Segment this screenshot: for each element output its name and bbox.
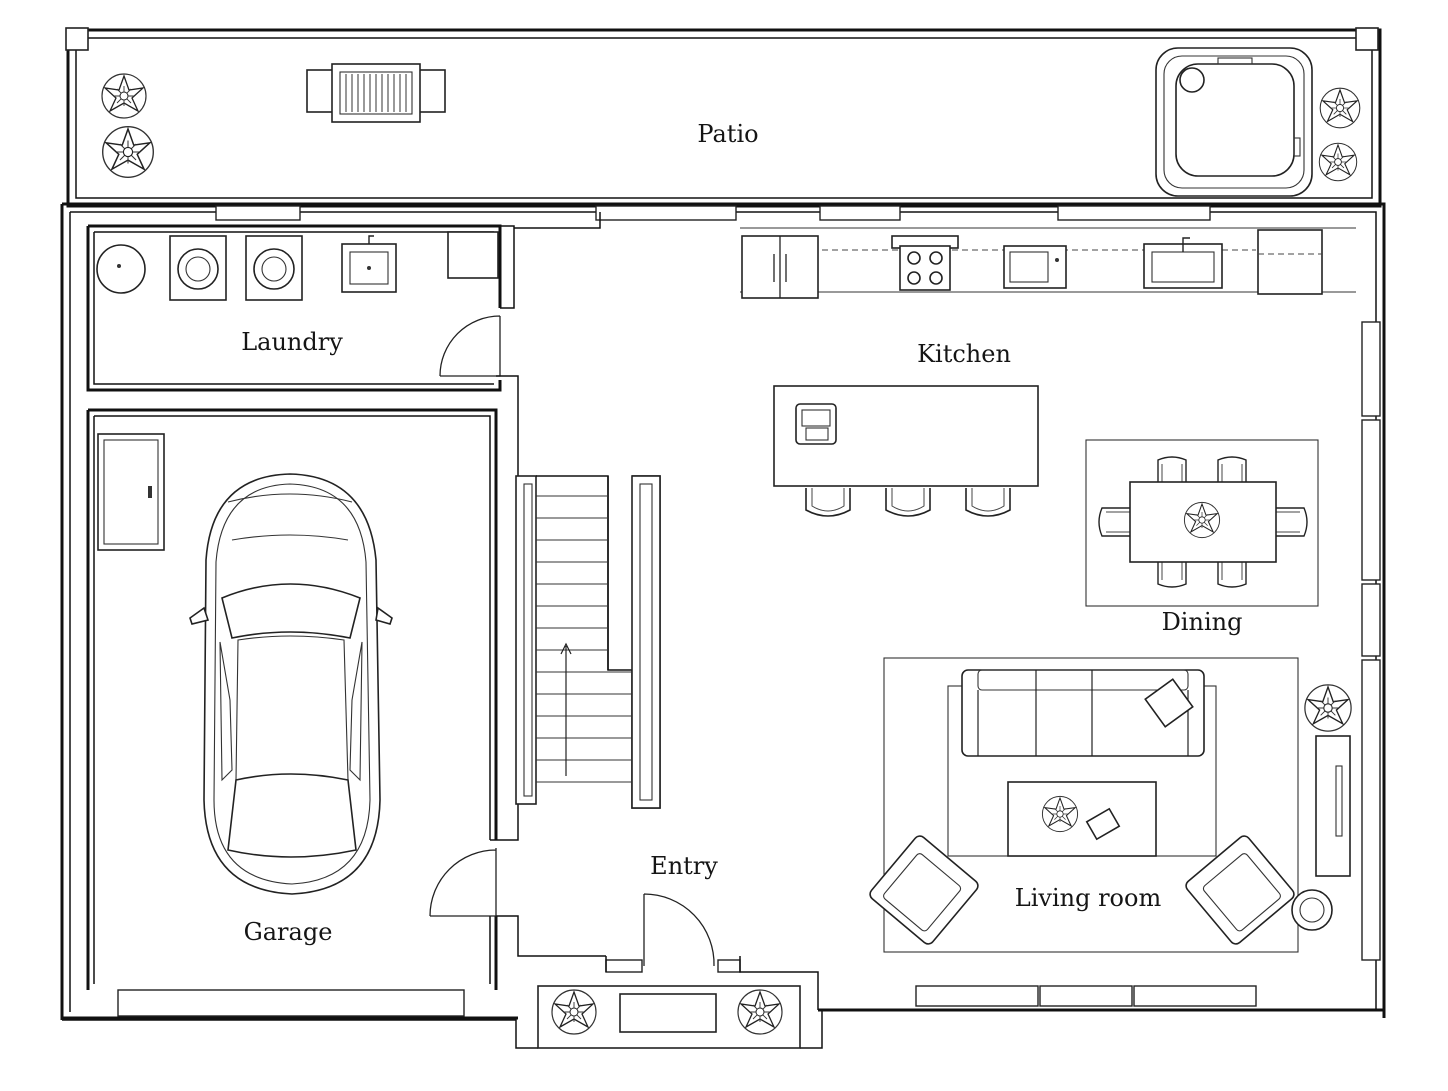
exterior-walls <box>60 202 1386 1049</box>
potted-plant-icon <box>1041 795 1079 833</box>
car-icon <box>189 473 393 895</box>
potted-plant-icon <box>1304 684 1352 732</box>
room-label-laundry: Laundry <box>241 328 343 356</box>
armchair-icon <box>869 835 1295 945</box>
sofa-icon <box>961 669 1205 757</box>
mixer-icon <box>795 403 837 445</box>
room-label-dining: Dining <box>1162 608 1243 636</box>
potted-plant-icon <box>737 989 783 1035</box>
potted-plant-icon <box>551 989 597 1035</box>
room-label-entry: Entry <box>650 852 718 880</box>
room-label-kitchen: Kitchen <box>917 340 1011 368</box>
patio: Patio <box>65 27 1382 208</box>
entry: Entry <box>605 852 819 1010</box>
potted-plant-icon <box>1183 501 1221 539</box>
hot-tub-icon <box>1155 47 1313 197</box>
kitchen: Kitchen <box>740 227 1356 517</box>
staircase <box>515 475 661 809</box>
grill-icon <box>306 63 446 123</box>
room-label-garage: Garage <box>244 918 333 946</box>
room-label-living-room: Living room <box>1015 884 1162 912</box>
garage: Garage <box>86 375 606 990</box>
dining: Dining <box>1085 439 1319 636</box>
room-label-patio: Patio <box>697 120 758 148</box>
living-room: Living room <box>869 657 1352 953</box>
laundry-room: Laundry <box>86 212 601 392</box>
